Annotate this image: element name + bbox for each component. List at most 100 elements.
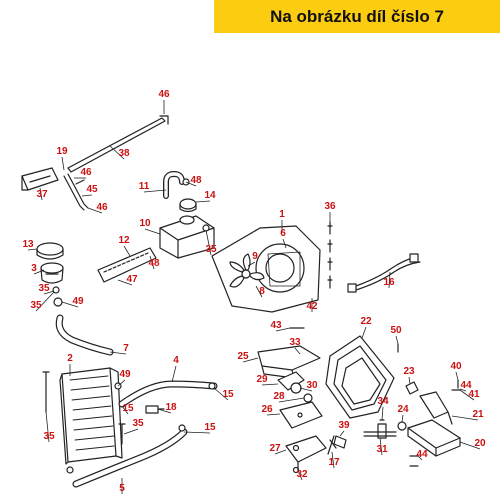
part-plate-26 [279,401,323,429]
callout-46: 46 [158,89,170,100]
callout-25: 25 [237,351,249,362]
callout-20: 20 [474,438,486,449]
leader-line [408,376,411,385]
leader-line [144,228,161,235]
fasteners [42,178,461,474]
callout-26: 26 [261,404,273,415]
part-bracket-29 [277,371,305,394]
leader-line [121,405,129,415]
leader-line [27,248,38,251]
leader-line [266,413,281,416]
part-small-28 [303,393,313,403]
leader-line [297,469,303,481]
part-bracket-25 [257,345,321,379]
callout-17: 17 [328,457,340,468]
callout-15: 15 [222,389,234,400]
callout-34: 34 [377,396,389,407]
leader-line [275,327,291,332]
leader-line [39,187,43,201]
leader-line [117,379,126,387]
callout-13: 13 [22,239,34,250]
leader-line [395,335,399,345]
callout-16: 16 [383,277,395,288]
leader-line [255,285,263,298]
leader-line [261,383,279,386]
callout-1: 1 [279,209,285,220]
part-bar-31 [363,431,397,437]
leader-line [61,301,79,308]
leader-line [401,414,404,423]
part-hose-4 [118,380,218,408]
callout-35: 35 [43,431,55,442]
callout-32: 32 [296,469,308,480]
part-bracket-27 [285,435,327,471]
callout-19: 19 [56,146,68,157]
part-fan-9 [229,253,265,288]
leader-line [183,431,211,434]
callout-35: 35 [132,418,144,429]
leader-line [43,290,55,295]
part-cap-14 [179,198,197,213]
part-radiator-cap-13 [36,242,64,260]
callout-31: 31 [376,444,388,455]
part-fan-shroud-22 [325,335,395,419]
callout-50: 50 [390,325,402,336]
part-pipe-11 [163,171,185,199]
part-rod-45 [63,173,89,211]
leader-line [35,291,55,312]
part-relay-21 [419,391,453,425]
callout-48: 48 [190,175,202,186]
callout-12: 12 [118,235,130,246]
part-sensor-18 [145,405,165,414]
part-small-17 [327,435,337,455]
leader-line [459,389,475,401]
part-expansion-tank-10 [159,215,215,259]
callout-49: 49 [119,369,131,380]
callout-9: 9 [252,251,258,262]
callout-35: 35 [205,244,217,255]
callout-2: 2 [67,353,73,364]
part-rod-38 [67,115,169,173]
leader-line [455,371,459,381]
leader-line [294,347,301,355]
callout-29: 29 [256,374,268,385]
leader-line [339,430,345,437]
callout-11: 11 [139,181,150,192]
callout-8: 8 [259,286,265,297]
part-fan-housing-1 [211,225,321,313]
part-radiator-2 [59,367,123,465]
part-number-banner: Na obrázku díl číslo 7 [214,0,500,33]
leader-line [205,229,212,256]
leader-line [123,245,131,257]
part-bolts-36 [327,221,333,289]
leader-line [45,411,50,443]
part-bracket-12 [97,247,157,283]
leader-line [379,437,383,456]
callout-30: 30 [306,380,318,391]
callout-44: 44 [460,380,472,391]
leader-line [109,351,127,355]
callout-23: 23 [403,366,415,377]
leader-line [87,207,103,214]
leader-line [143,189,167,193]
callout-7: 7 [123,343,129,354]
callout-3: 3 [31,263,37,274]
callout-labels: 1234567891011121314151515161718192021222… [22,89,486,494]
leader-line [61,156,65,171]
callout-15: 15 [204,422,216,433]
part-hose-7 [55,314,114,356]
leader-line [278,397,305,403]
leader-line [381,406,384,421]
part-small-24 [397,421,407,431]
callout-37: 37 [36,189,48,200]
leader-line [213,387,229,401]
part-filler-neck-3 [40,262,64,284]
leader-line [451,415,479,421]
leader-line [299,387,313,392]
leader-line [247,261,256,267]
part-bracket-37 [21,167,59,191]
leader-line [109,145,125,160]
callout-41: 41 [468,389,480,400]
callout-42: 42 [306,301,318,312]
